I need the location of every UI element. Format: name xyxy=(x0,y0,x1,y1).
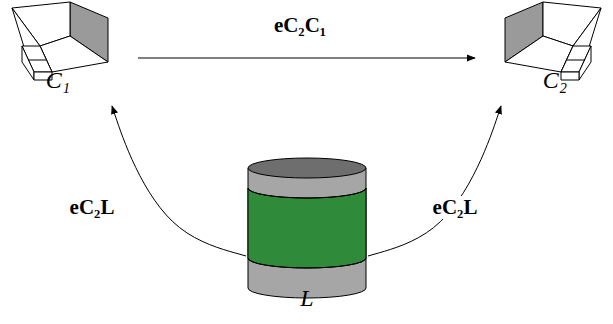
camera-node: C₂ xyxy=(487,2,605,106)
lidar-node: L xyxy=(238,156,376,322)
lidar-cylinder xyxy=(248,158,366,298)
node-label: L xyxy=(300,286,313,310)
transform-arrow xyxy=(112,106,246,256)
transform-arrow xyxy=(368,106,501,256)
transform-arrow xyxy=(138,58,475,59)
camera-node: C₁ xyxy=(8,2,126,106)
edge-label: eC₂L xyxy=(68,196,117,219)
edge-label: eC₂C₁ xyxy=(272,14,328,37)
node-label: C₁ xyxy=(46,68,70,92)
edge-label: eC₂L xyxy=(431,196,480,219)
node-label: C₂ xyxy=(543,68,567,92)
